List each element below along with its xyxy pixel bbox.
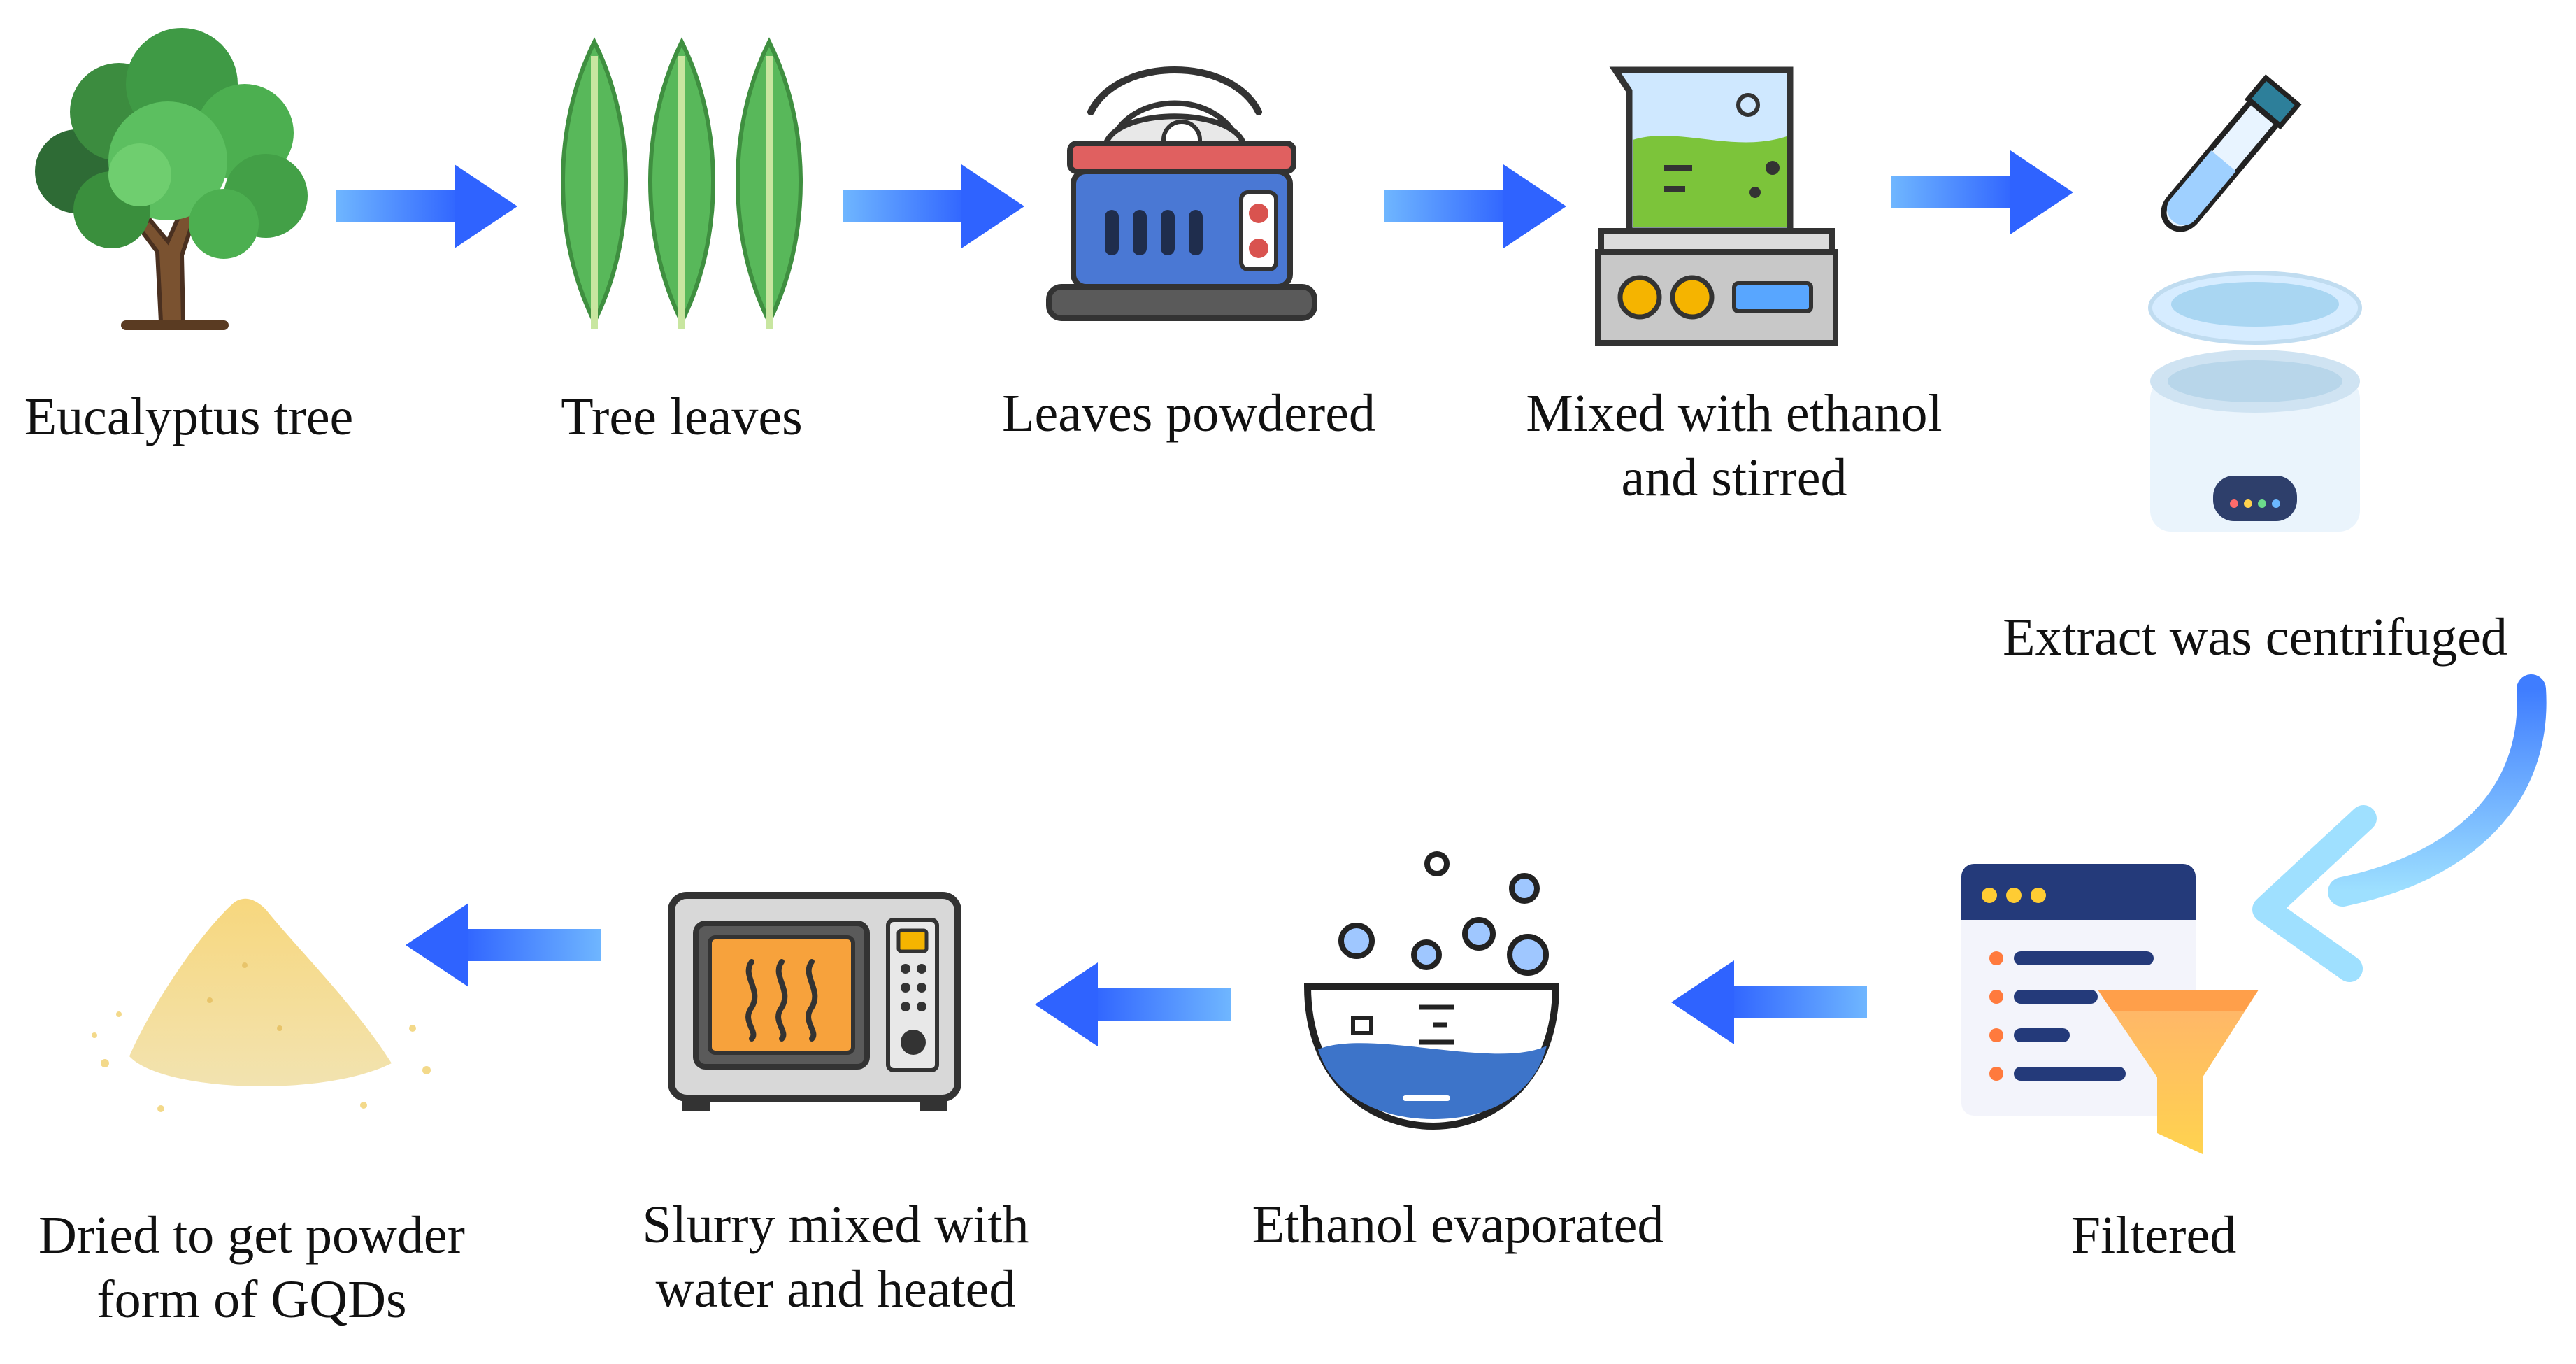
arrow-left-3 [406,903,601,987]
label-eucalyptus-tree: Eucalyptus tree [24,388,354,446]
label-slurry-heated: Slurry mixed with water and heated [642,1195,1029,1319]
powder-pile-icon [92,898,431,1112]
arrow-right-3 [1384,164,1566,248]
label-ethanol-evaporated: Ethanol evaporated [1252,1195,1664,1254]
arrow-right-2 [843,164,1024,248]
label-mixed-ethanol: Mixed with ethanol and stirred [1526,384,1942,507]
label-leaves-powdered: Leaves powdered [1002,384,1375,443]
label-dried-powder: Dried to get powder form of GQDs [38,1206,465,1329]
beaker-stirrer-icon [1595,66,1838,346]
arrow-right-1 [336,164,517,248]
grinder-icon [1046,66,1317,321]
curved-arrow-down [2252,674,2547,982]
leaves-icon [561,37,803,329]
tree-icon [35,28,308,330]
label-centrifuged: Extract was centrifuged [2003,608,2507,667]
filter-funnel-icon [1961,864,2259,1154]
arrow-left-1 [1671,960,1867,1044]
arrow-right-4 [1891,150,2073,234]
evaporating-dish-icon [1303,851,1560,1130]
arrow-left-2 [1035,962,1231,1046]
label-tree-leaves: Tree leaves [561,388,803,446]
microwave-icon [668,892,961,1111]
label-filtered: Filtered [2070,1206,2237,1265]
centrifuge-icon [2148,74,2362,532]
